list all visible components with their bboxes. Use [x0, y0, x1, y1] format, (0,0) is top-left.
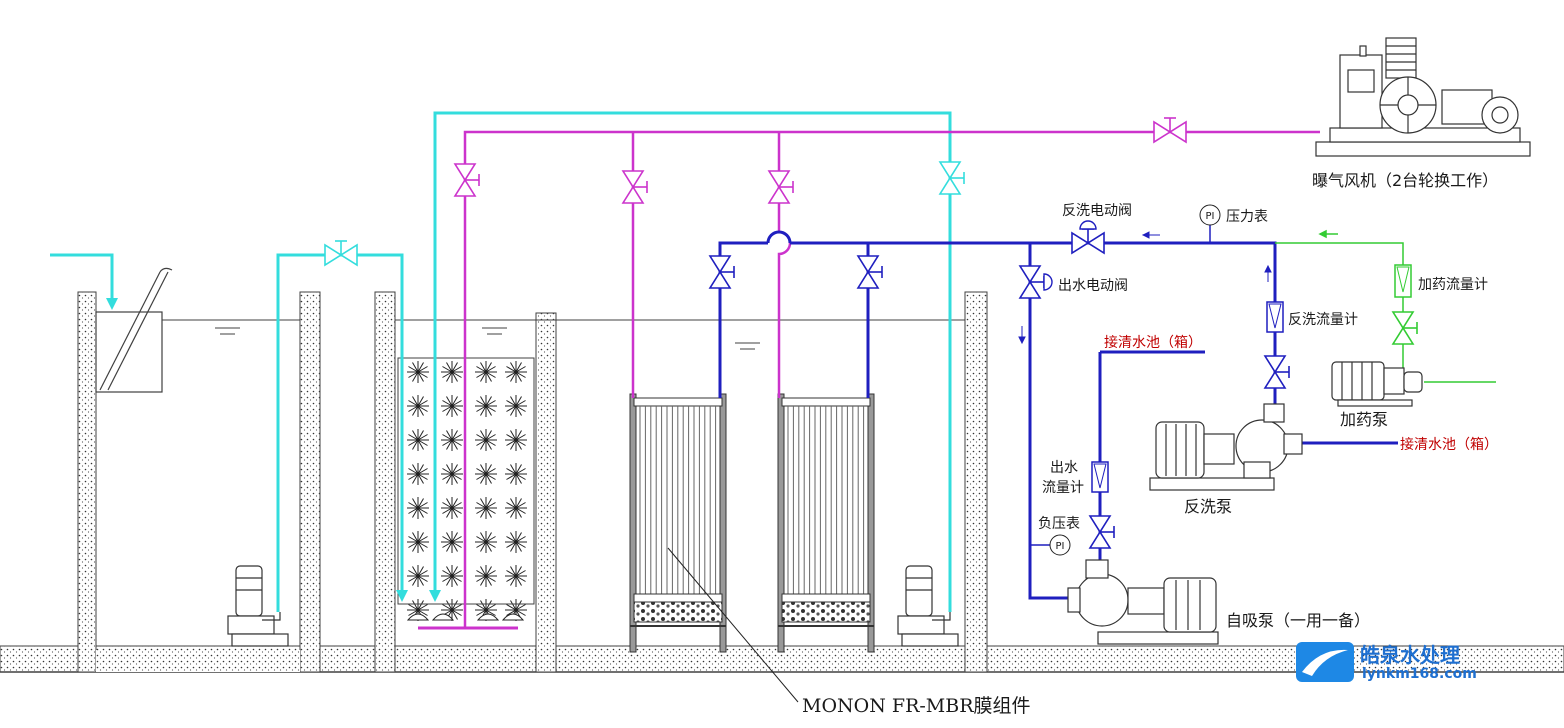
valve-air-main — [1153, 117, 1187, 144]
tank2-diffusers — [406, 613, 525, 630]
valve-permeate-1 — [708, 255, 735, 289]
tank1-left-wall — [77, 291, 97, 673]
carrier-element — [475, 463, 497, 485]
watermark: 皓泉水处理 lynkm168.com — [1296, 642, 1477, 682]
label-dosing-flowmeter: 加药流量计 — [1418, 277, 1488, 293]
valve-air-3 — [767, 170, 794, 204]
valve-outlet-electric — [1018, 265, 1045, 299]
carrier-element — [505, 429, 527, 451]
valve-outlet-line — [1088, 515, 1115, 549]
outlet-valve-actuator — [1043, 273, 1053, 291]
carrier-element — [407, 531, 429, 553]
pressure-gauge: PI — [1199, 204, 1221, 243]
tank1-right-wall — [299, 291, 321, 673]
valve-feed-return — [938, 161, 965, 195]
valve-backwash-electric — [1071, 228, 1105, 255]
carrier-element — [475, 497, 497, 519]
labels: 曝气风机（2台轮换工作） 反洗电动阀 压力表 出水电动阀 加药流量计 反洗流量计… — [802, 171, 1498, 717]
membrane-module-1 — [629, 393, 727, 653]
label-blower: 曝气风机（2台轮换工作） — [1312, 171, 1498, 190]
bio-carrier-media — [407, 361, 527, 621]
vacuum-gauge: PI — [1030, 534, 1071, 556]
label-backwash-flowmeter: 反洗流量计 — [1288, 312, 1358, 328]
label-membrane-module: MONON FR-MBR膜组件 — [802, 695, 1031, 717]
valve-air-1 — [453, 163, 480, 197]
carrier-element — [441, 497, 463, 519]
tank2-left-wall — [374, 291, 396, 673]
watermark-url: lynkm168.com — [1362, 666, 1477, 682]
submersible-pump-2 — [897, 565, 959, 647]
dosing-pump — [1331, 361, 1423, 407]
valves — [324, 117, 1418, 549]
carrier-element — [475, 395, 497, 417]
outlet-flowmeter — [1091, 461, 1109, 493]
tank3-right-wall — [964, 291, 988, 673]
valve-feed — [324, 240, 358, 267]
flow-arrows — [1018, 231, 1272, 345]
backwash-valve-actuator — [1079, 220, 1097, 230]
bar-screen — [95, 267, 173, 393]
carrier-element — [475, 429, 497, 451]
tank2-right-wall — [535, 312, 557, 673]
membrane-module-2 — [777, 393, 875, 653]
carrier-element — [475, 361, 497, 383]
label-backwash-pump: 反洗泵 — [1184, 497, 1232, 516]
pi-label-1: PI — [1206, 211, 1215, 222]
carrier-element — [441, 463, 463, 485]
dosing-flowmeter — [1394, 264, 1412, 298]
membrane-leader-line — [667, 547, 799, 703]
carrier-element — [441, 565, 463, 587]
aeration-blower — [1315, 37, 1531, 157]
watermark-logo — [1296, 642, 1354, 682]
valve-air-2 — [621, 170, 648, 204]
air-pipes — [463, 130, 1320, 628]
carrier-element — [505, 531, 527, 553]
carrier-element — [441, 361, 463, 383]
valve-permeate-2 — [856, 255, 883, 289]
label-dosing-pump: 加药泵 — [1340, 410, 1388, 429]
label-outlet-flowmeter-1: 出水 — [1050, 460, 1078, 476]
label-pressure-gauge: 压力表 — [1226, 209, 1268, 225]
valve-dosing — [1391, 311, 1418, 345]
pi-label-2: PI — [1056, 541, 1065, 552]
valve-backwash-line — [1263, 355, 1290, 389]
carrier-element — [407, 395, 429, 417]
carrier-element — [505, 565, 527, 587]
tank1-floor — [96, 650, 300, 672]
label-outlet-valve: 出水电动阀 — [1058, 278, 1128, 294]
label-to-clean-tank-2: 接清水池（箱） — [1400, 436, 1498, 453]
backwash-pump — [1149, 403, 1303, 491]
carrier-element — [505, 361, 527, 383]
carrier-element — [505, 395, 527, 417]
carrier-element — [441, 599, 463, 621]
dosing-pipes — [1275, 229, 1496, 383]
backwash-flowmeter — [1266, 301, 1284, 333]
carrier-element — [441, 429, 463, 451]
watermark-name: 皓泉水处理 — [1360, 643, 1460, 667]
flowmeters — [1091, 264, 1412, 493]
carrier-element — [407, 565, 429, 587]
feed-arrows — [106, 298, 441, 602]
carrier-element — [407, 599, 429, 621]
carrier-element — [407, 429, 429, 451]
carrier-element — [505, 463, 527, 485]
carrier-element — [475, 531, 497, 553]
label-self-priming-pump: 自吸泵（一用一备） — [1226, 611, 1370, 630]
carrier-element — [475, 565, 497, 587]
label-vacuum-gauge: 负压表 — [1038, 516, 1080, 532]
carrier-element — [441, 531, 463, 553]
carrier-element — [441, 395, 463, 417]
carrier-element — [407, 361, 429, 383]
carrier-element — [505, 497, 527, 519]
label-backwash-valve: 反洗电动阀 — [1062, 203, 1132, 219]
water-levels — [96, 319, 965, 350]
self-priming-pump — [1067, 559, 1219, 645]
label-outlet-flowmeter-2: 流量计 — [1042, 480, 1084, 496]
carrier-element — [407, 497, 429, 519]
label-to-clean-tank-1: 接清水池（箱） — [1104, 334, 1202, 351]
carrier-element — [407, 463, 429, 485]
submersible-pump-1 — [227, 565, 289, 647]
